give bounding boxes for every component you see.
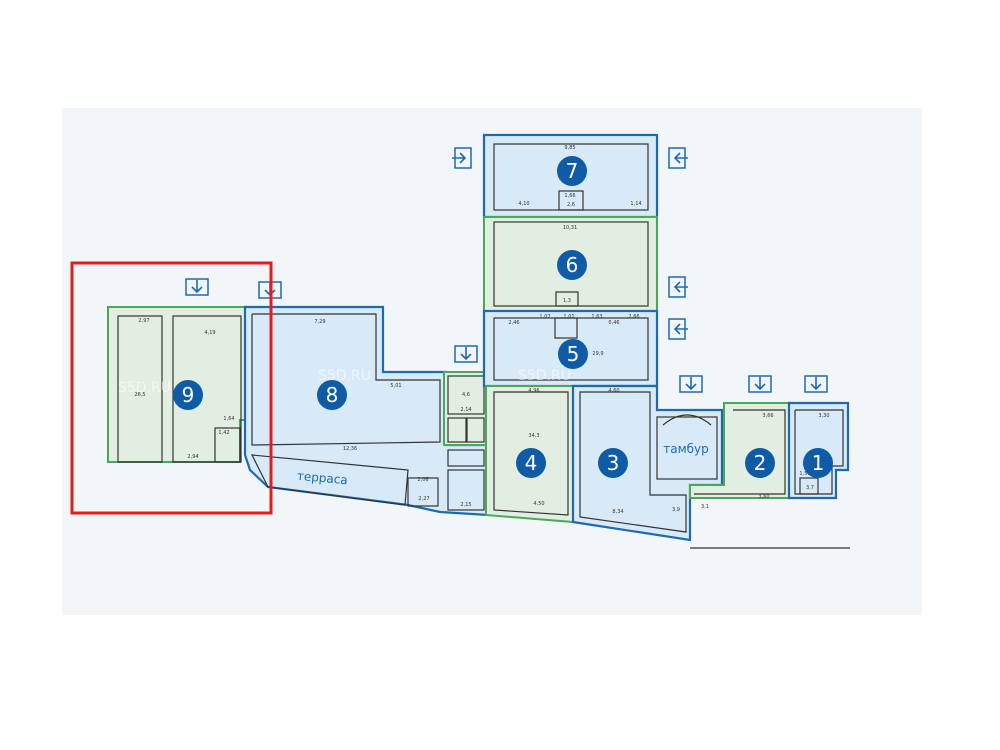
svg-text:3,7: 3,7 bbox=[806, 485, 814, 491]
svg-text:5,01: 5,01 bbox=[390, 383, 401, 389]
svg-text:3,1: 3,1 bbox=[701, 504, 709, 510]
svg-text:2,15: 2,15 bbox=[460, 502, 471, 508]
svg-text:9: 9 bbox=[182, 383, 195, 407]
room-badge-4[interactable]: 4 bbox=[516, 448, 546, 478]
svg-text:1,01: 1,01 bbox=[563, 314, 574, 320]
svg-text:3,9: 3,9 bbox=[672, 507, 680, 513]
svg-text:4,60: 4,60 bbox=[608, 388, 619, 394]
svg-text:3,66: 3,66 bbox=[762, 413, 773, 419]
room-badge-1[interactable]: 1 bbox=[803, 448, 833, 478]
svg-text:8,34: 8,34 bbox=[612, 509, 623, 515]
room-utility-group[interactable] bbox=[443, 371, 489, 511]
svg-text:4,19: 4,19 bbox=[204, 330, 215, 336]
svg-text:2,66: 2,66 bbox=[628, 314, 639, 320]
svg-text:1,64: 1,64 bbox=[223, 416, 234, 422]
svg-text:9,85: 9,85 bbox=[564, 145, 575, 151]
entrance-down-icon bbox=[454, 345, 478, 363]
svg-text:10,31: 10,31 bbox=[563, 225, 577, 231]
room-badge-8[interactable]: 8 bbox=[317, 380, 347, 410]
svg-text:1,56: 1,56 bbox=[799, 471, 810, 477]
svg-text:0,46: 0,46 bbox=[608, 320, 619, 326]
room-8[interactable] bbox=[243, 305, 490, 517]
entrance-right-icon bbox=[452, 147, 472, 169]
entrance-down-icon bbox=[185, 278, 209, 296]
svg-text:1,07: 1,07 bbox=[539, 314, 550, 320]
watermark: S5D.RU bbox=[118, 380, 171, 396]
svg-text:8: 8 bbox=[326, 383, 339, 407]
room-badge-6[interactable]: 6 bbox=[557, 250, 587, 280]
vestibule-label: тамбур bbox=[663, 442, 709, 456]
svg-text:1,3: 1,3 bbox=[563, 298, 571, 304]
svg-text:2,46: 2,46 bbox=[508, 320, 519, 326]
svg-text:5: 5 bbox=[567, 342, 580, 366]
terrace-label: терраса bbox=[296, 469, 348, 487]
svg-text:3: 3 bbox=[607, 451, 620, 475]
svg-text:4,6: 4,6 bbox=[462, 392, 470, 398]
svg-text:2,14: 2,14 bbox=[460, 407, 471, 413]
entrance-down-icon bbox=[804, 375, 828, 393]
svg-text:2,94: 2,94 bbox=[187, 454, 198, 460]
entrance-left-icon bbox=[668, 276, 688, 298]
svg-text:4: 4 bbox=[525, 451, 538, 475]
svg-text:4,50: 4,50 bbox=[533, 501, 544, 507]
svg-text:2,6: 2,6 bbox=[567, 202, 575, 208]
room-badge-5[interactable]: 5 bbox=[558, 339, 588, 369]
svg-text:4,96: 4,96 bbox=[528, 388, 539, 394]
svg-text:7,29: 7,29 bbox=[314, 319, 325, 325]
svg-text:3,30: 3,30 bbox=[818, 413, 829, 419]
vestibule[interactable] bbox=[656, 414, 718, 480]
svg-text:6: 6 bbox=[566, 253, 579, 277]
room-badge-7[interactable]: 7 bbox=[557, 156, 587, 186]
svg-text:34,3: 34,3 bbox=[528, 433, 539, 439]
entrance-down-icon bbox=[679, 375, 703, 393]
svg-text:2,06: 2,06 bbox=[417, 477, 428, 483]
svg-text:4,10: 4,10 bbox=[518, 201, 529, 207]
svg-text:29,9: 29,9 bbox=[592, 351, 603, 357]
svg-text:1,66: 1,66 bbox=[564, 193, 575, 199]
selected-section-highlight bbox=[70, 261, 273, 515]
svg-text:1,42: 1,42 bbox=[218, 430, 229, 436]
svg-text:1: 1 bbox=[812, 451, 825, 475]
svg-text:2,97: 2,97 bbox=[138, 318, 149, 324]
watermark: S5D.RU bbox=[318, 368, 371, 384]
svg-text:2: 2 bbox=[754, 451, 767, 475]
room-badge-3[interactable]: 3 bbox=[598, 448, 628, 478]
area-labels: 3,7 3,1 3,9 34,3 29,9 1,3 2,6 4,6 26,5 bbox=[134, 202, 814, 513]
room-badge-9[interactable]: 9 bbox=[173, 380, 203, 410]
svg-text:1,14: 1,14 bbox=[630, 201, 641, 207]
svg-text:1,63: 1,63 bbox=[591, 314, 602, 320]
svg-text:12,36: 12,36 bbox=[343, 446, 357, 452]
entrance-left-icon bbox=[668, 147, 688, 169]
room-badge-2[interactable]: 2 bbox=[745, 448, 775, 478]
entrance-down-icon bbox=[748, 375, 772, 393]
watermark: S5D.RU bbox=[518, 368, 571, 384]
dimension-labels: 9,85 4,10 1,14 1,66 10,31 2,46 1,07 1,01… bbox=[138, 145, 829, 515]
svg-text:7: 7 bbox=[566, 159, 579, 183]
room-3[interactable] bbox=[571, 384, 724, 542]
svg-text:3,60: 3,60 bbox=[758, 494, 769, 500]
entrance-left-icon bbox=[668, 318, 688, 340]
svg-text:2,27: 2,27 bbox=[418, 496, 429, 502]
svg-text:26,5: 26,5 bbox=[134, 392, 145, 398]
